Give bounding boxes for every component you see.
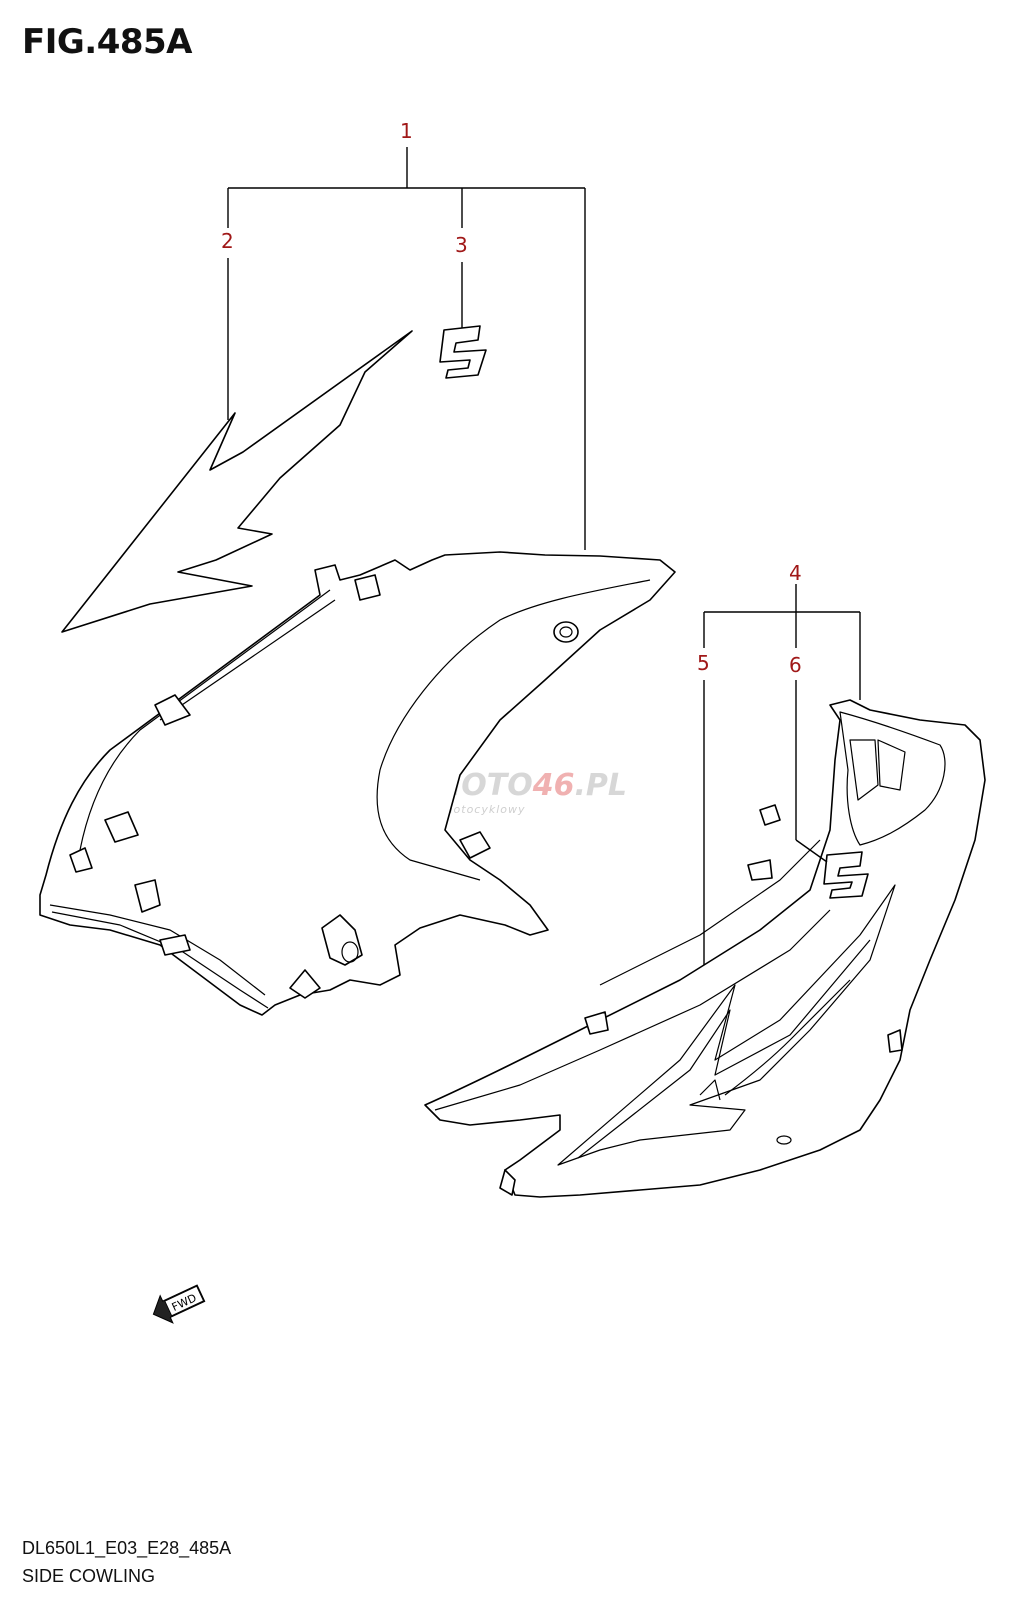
leader-lines-left (227, 147, 586, 550)
callout-6: 6 (789, 653, 802, 677)
right-emblem-icon (823, 851, 869, 899)
callout-3: 3 (455, 233, 468, 257)
diagram-name: SIDE COWLING (22, 1566, 156, 1586)
callout-5: 5 (697, 651, 710, 675)
diagram-code: DL650L1_E03_E28_485A (22, 1538, 232, 1558)
callout-labels: 1 2 3 4 5 6 (221, 119, 802, 677)
right-stripe-decal (557, 884, 896, 1166)
left-emblem-icon (439, 325, 487, 379)
watermark-number: 46 (532, 768, 575, 803)
left-side-cowling (39, 551, 676, 1016)
figure-title: FIG.485A (22, 22, 192, 62)
fwd-arrow-icon: FWD (152, 1284, 206, 1324)
right-side-cowling (424, 699, 986, 1198)
callout-2: 2 (221, 229, 234, 253)
watermark-tld: .PL (575, 768, 628, 803)
callout-1: 1 (400, 119, 413, 143)
left-stripe-decal (61, 330, 413, 633)
callout-4: 4 (789, 561, 802, 585)
